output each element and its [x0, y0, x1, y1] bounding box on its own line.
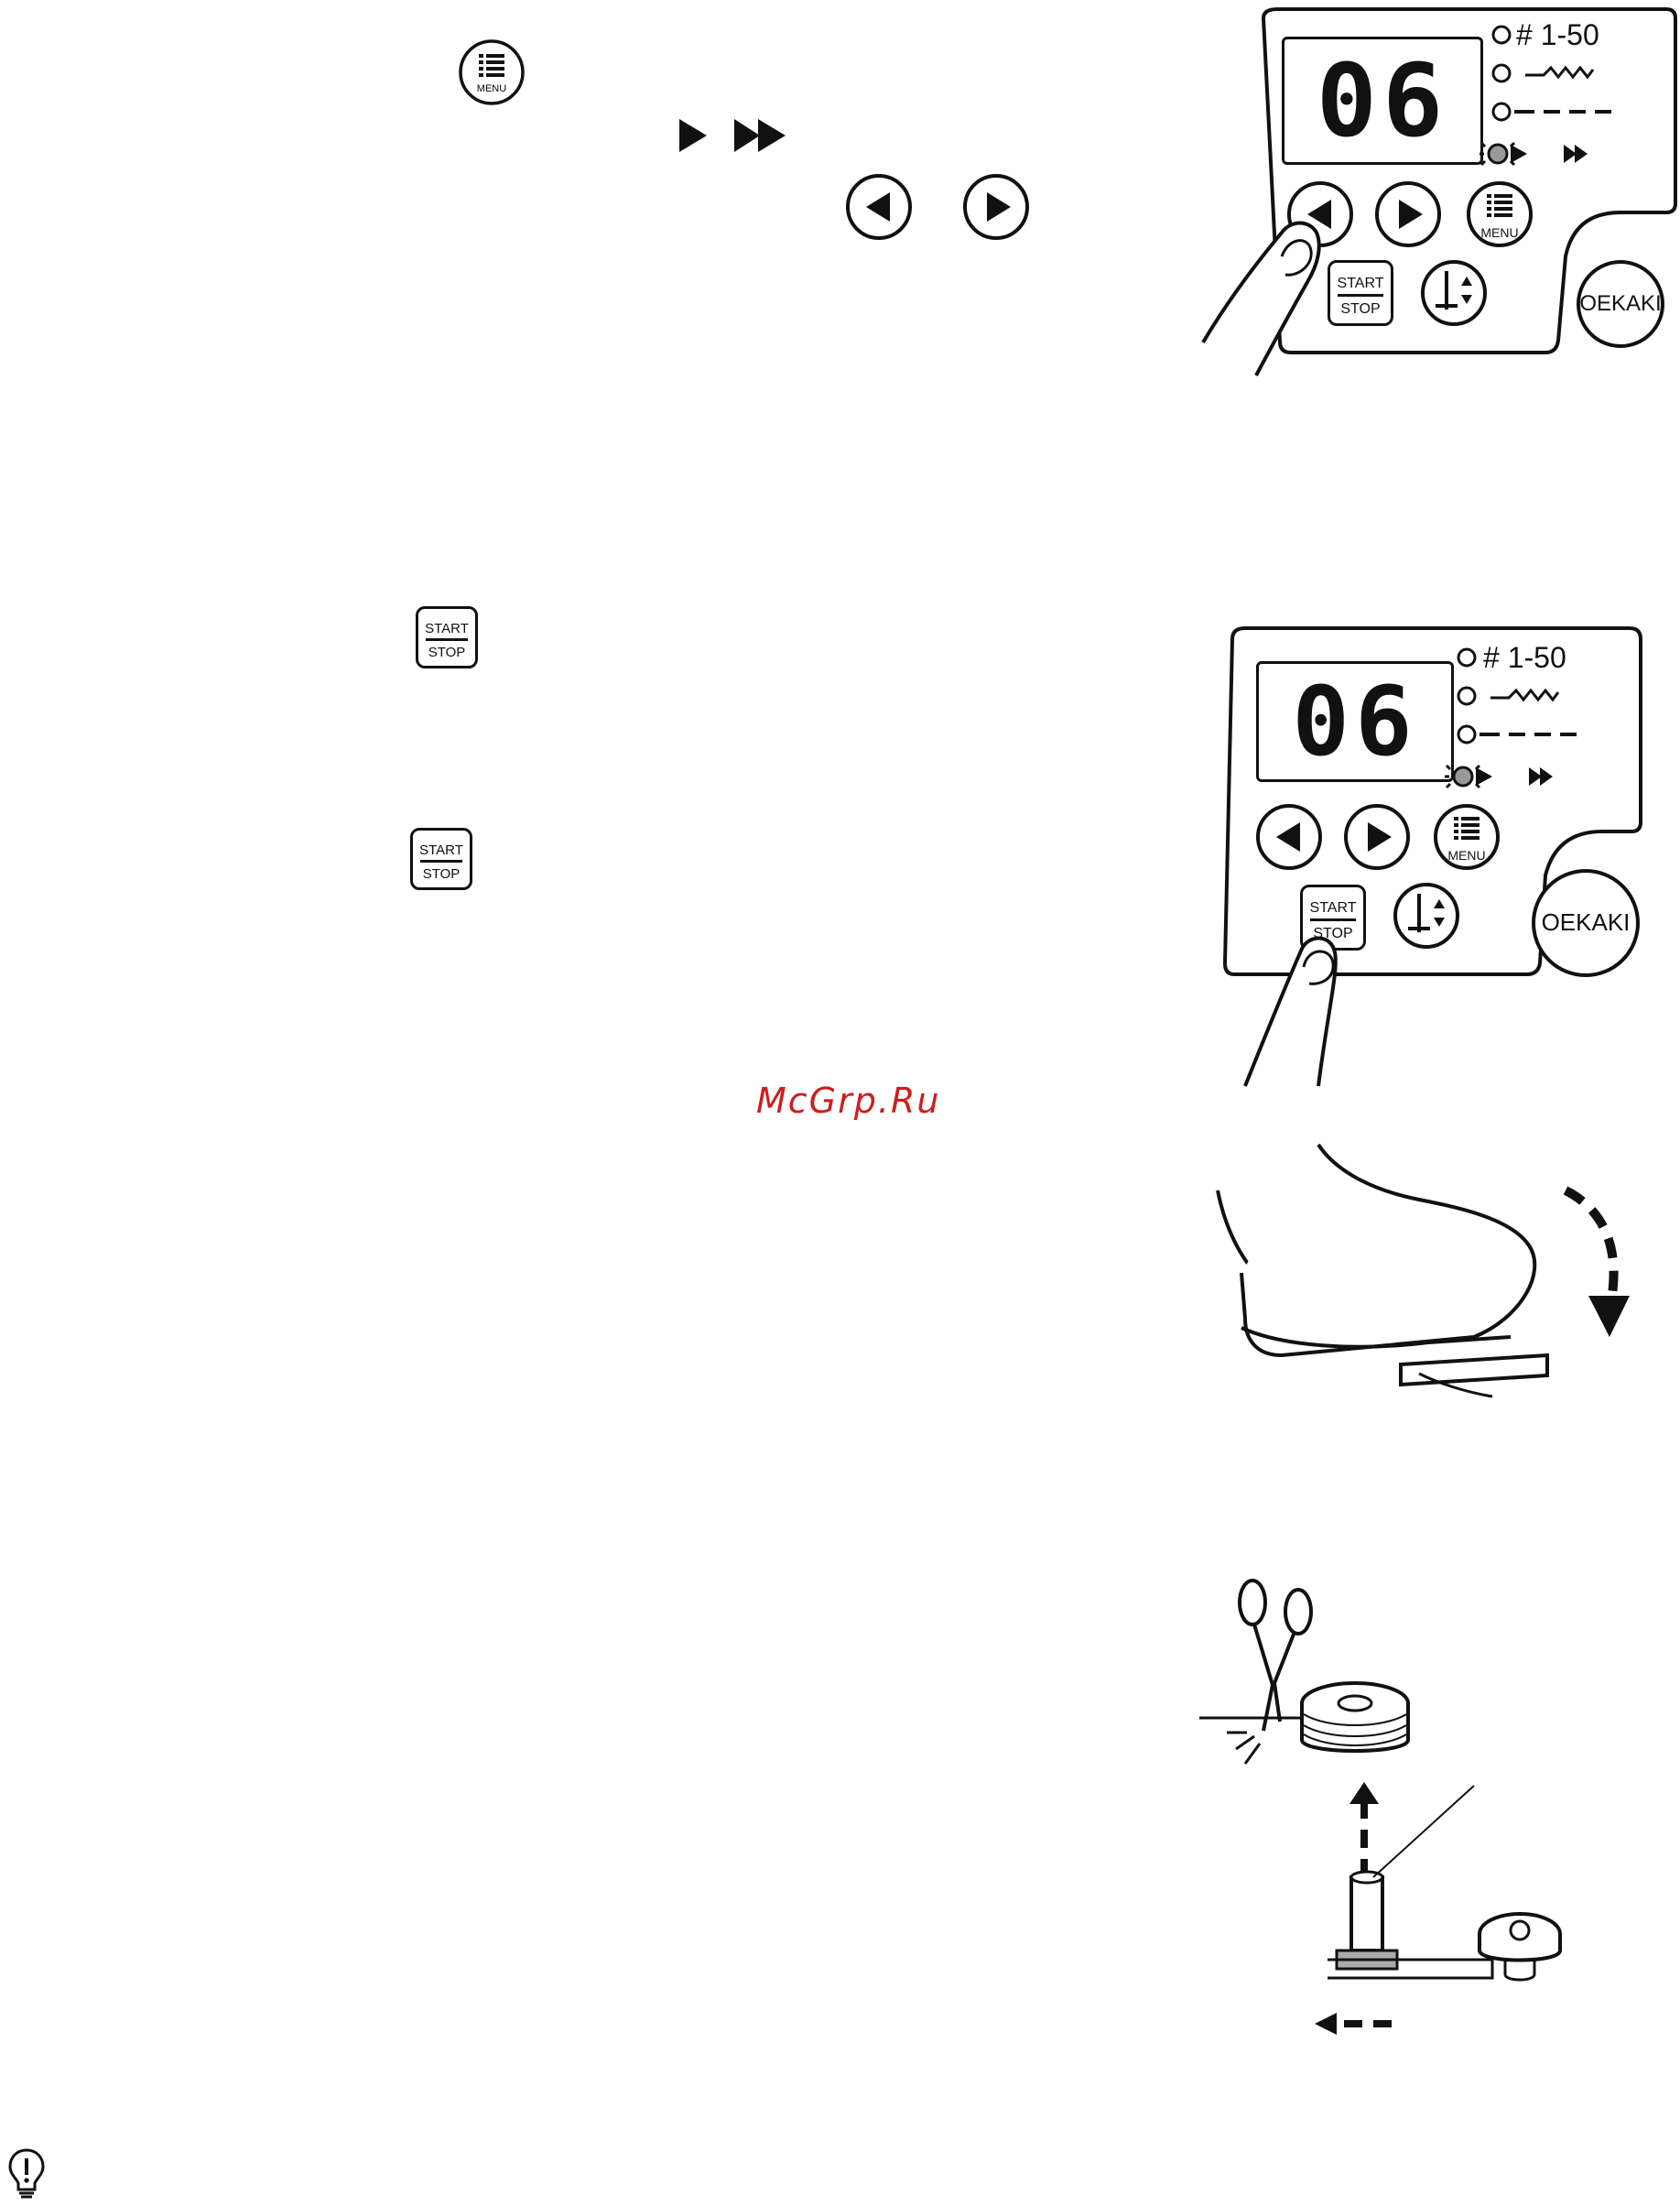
lcd-display: 06	[1282, 37, 1483, 165]
right-arrow-button[interactable]	[1373, 179, 1443, 249]
indicator-led-1	[1456, 647, 1478, 668]
indicator-led-1	[1490, 24, 1512, 46]
speed-indicator-lit-icon	[1441, 758, 1569, 795]
foot-pedal-illustration	[1126, 1136, 1657, 1401]
indicator-led-2	[1490, 62, 1512, 84]
zigzag-stitch-icon	[1490, 685, 1564, 707]
control-panel-2: 06 # 1-50 MENU START STOP OEKAKI	[1218, 619, 1680, 1095]
needle-position-button[interactable]	[1392, 881, 1461, 951]
control-panel-1: 06 # 1-50 MENU START STOP OEKAKI	[1190, 0, 1680, 385]
menu-button-label: MENU	[1465, 225, 1534, 240]
right-arrow-button[interactable]	[1342, 802, 1412, 872]
display-value: 06	[1259, 666, 1451, 777]
menu-icon: MENU	[458, 38, 526, 106]
zigzag-stitch-icon	[1525, 62, 1599, 84]
indicator-led-3	[1490, 101, 1512, 123]
menu-button-label: MENU	[1432, 848, 1501, 863]
fast-forward-icon	[732, 117, 787, 154]
play-icon	[677, 117, 709, 154]
svg-text:MENU: MENU	[477, 83, 506, 94]
indicator-led-3	[1456, 723, 1478, 745]
finger-illustration	[1190, 192, 1373, 394]
oekaki-button-label: OEKAKI	[1529, 908, 1642, 937]
speed-indicator-lit-icon	[1476, 136, 1604, 172]
straight-stitch-icon	[1514, 101, 1615, 123]
indicator-led-2	[1456, 685, 1478, 707]
left-arrow-icon	[844, 172, 914, 242]
right-arrow-icon	[961, 172, 1031, 242]
needle-position-button[interactable]	[1419, 258, 1489, 328]
straight-stitch-icon	[1479, 723, 1580, 745]
left-arrow-button[interactable]	[1254, 802, 1324, 872]
oekaki-button-label: OEKAKI	[1575, 291, 1666, 317]
display-value: 06	[1284, 42, 1480, 159]
indicator-label-pattern-range: # 1-50	[1516, 18, 1599, 52]
indicator-label-pattern-range: # 1-50	[1483, 641, 1566, 675]
finger-illustration	[1236, 912, 1382, 1095]
lcd-display: 06	[1256, 661, 1454, 782]
bobbin-winder-illustration	[1199, 1575, 1620, 2051]
lightbulb-note-icon	[7, 2147, 46, 2201]
watermark: McGrp.Ru	[756, 1081, 940, 1121]
